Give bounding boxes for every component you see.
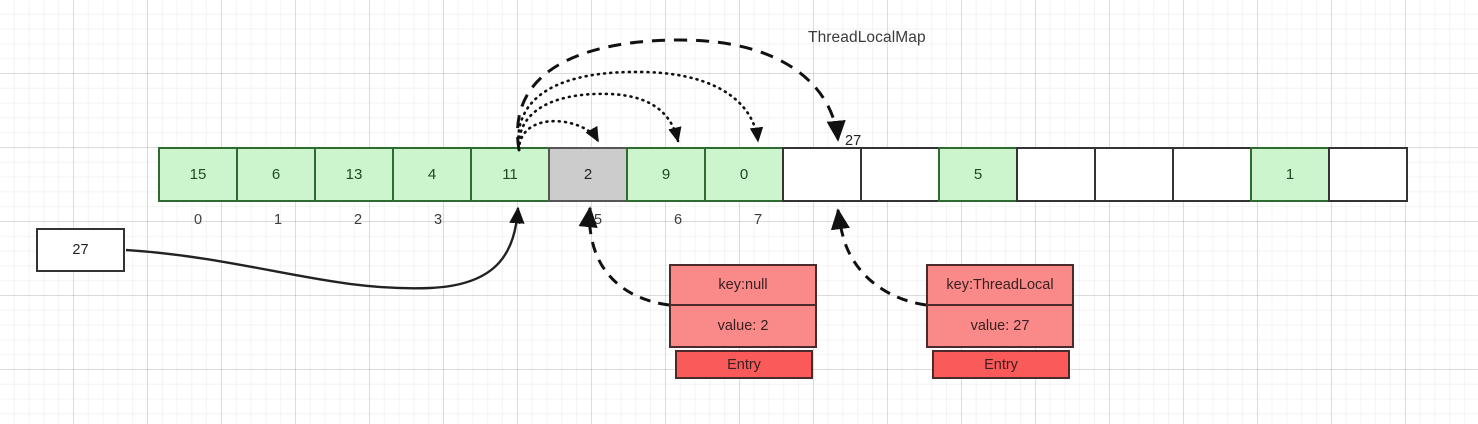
source-value-box[interactable]: 27 — [36, 228, 125, 272]
connector-probe-4-to-6 — [517, 92, 682, 152]
array-cell-2[interactable]: 13 — [314, 147, 394, 202]
array-cell-value: 15 — [189, 166, 207, 183]
entry-key-row: key:null — [669, 264, 817, 306]
array-cell-15[interactable] — [1328, 147, 1408, 202]
entry-key-row: key:ThreadLocal — [926, 264, 1074, 306]
entry-value-text: value: 27 — [970, 318, 1030, 334]
array-cell-11[interactable] — [1016, 147, 1096, 202]
array-cell-7[interactable]: 0 — [704, 147, 784, 202]
array-cell-value: 0 — [739, 166, 749, 183]
entry-type-tag: Entry — [932, 350, 1070, 379]
array-index-label-6: 6 — [673, 212, 683, 228]
array-cell-value: 1 — [1285, 166, 1295, 183]
connector-probe-4-to-7 — [517, 70, 764, 152]
array-cell-4[interactable]: 11 — [470, 147, 550, 202]
array-cell-6[interactable]: 9 — [626, 147, 706, 202]
page-title: ThreadLocalMap — [808, 29, 926, 46]
array-cell-value: 2 — [583, 166, 593, 183]
entry-value-row: value: 2 — [669, 304, 817, 348]
entry-key-text: key:null — [718, 277, 768, 293]
array-index-label-3: 3 — [433, 212, 443, 228]
array-cell-9[interactable] — [860, 147, 940, 202]
array-cell-value: 11 — [502, 166, 518, 183]
connector-probe-4-to-5 — [517, 119, 600, 152]
source-value-text: 27 — [72, 242, 89, 258]
array-index-label-0: 0 — [193, 212, 203, 228]
array-cell-10[interactable]: 5 — [938, 147, 1018, 202]
array-cell-3[interactable]: 4 — [392, 147, 472, 202]
array-cell-8[interactable] — [782, 147, 862, 202]
array-index-label-1: 1 — [273, 212, 283, 228]
incoming-value-label: 27 — [845, 133, 862, 149]
entry-key-text: key:ThreadLocal — [946, 277, 1054, 293]
entry-value-row: value: 27 — [926, 304, 1074, 348]
connector-new-entry-to-bucket8 — [830, 208, 927, 307]
entry-stale: key:null value: 2 Entry — [669, 264, 817, 379]
array-cell-value: 9 — [661, 166, 671, 183]
array-cell-value: 13 — [345, 166, 363, 183]
entry-value-text: value: 2 — [717, 318, 769, 334]
entry-new: key:ThreadLocal value: 27 Entry — [926, 264, 1074, 379]
entry-type-text: Entry — [727, 356, 761, 373]
array-index-label-4: 4 — [513, 212, 523, 228]
threadlocalmap-array: 15 6 13 4 11 2 9 0 5 1 — [158, 147, 1408, 202]
array-cell-13[interactable] — [1172, 147, 1252, 202]
entry-type-tag: Entry — [675, 350, 813, 379]
array-cell-1[interactable]: 6 — [236, 147, 316, 202]
array-cell-value: 6 — [271, 166, 281, 183]
array-index-label-2: 2 — [353, 212, 363, 228]
array-index-label-7: 7 — [753, 212, 763, 228]
array-index-label-5: 5 — [593, 212, 603, 228]
array-cell-12[interactable] — [1094, 147, 1174, 202]
array-cell-value: 4 — [427, 166, 437, 183]
array-cell-0[interactable]: 15 — [158, 147, 238, 202]
connector-insert-4-to-8 — [516, 38, 846, 151]
array-cell-5[interactable]: 2 — [548, 147, 628, 202]
entry-type-text: Entry — [984, 356, 1018, 373]
array-cell-14[interactable]: 1 — [1250, 147, 1330, 202]
array-cell-value: 5 — [973, 166, 983, 183]
